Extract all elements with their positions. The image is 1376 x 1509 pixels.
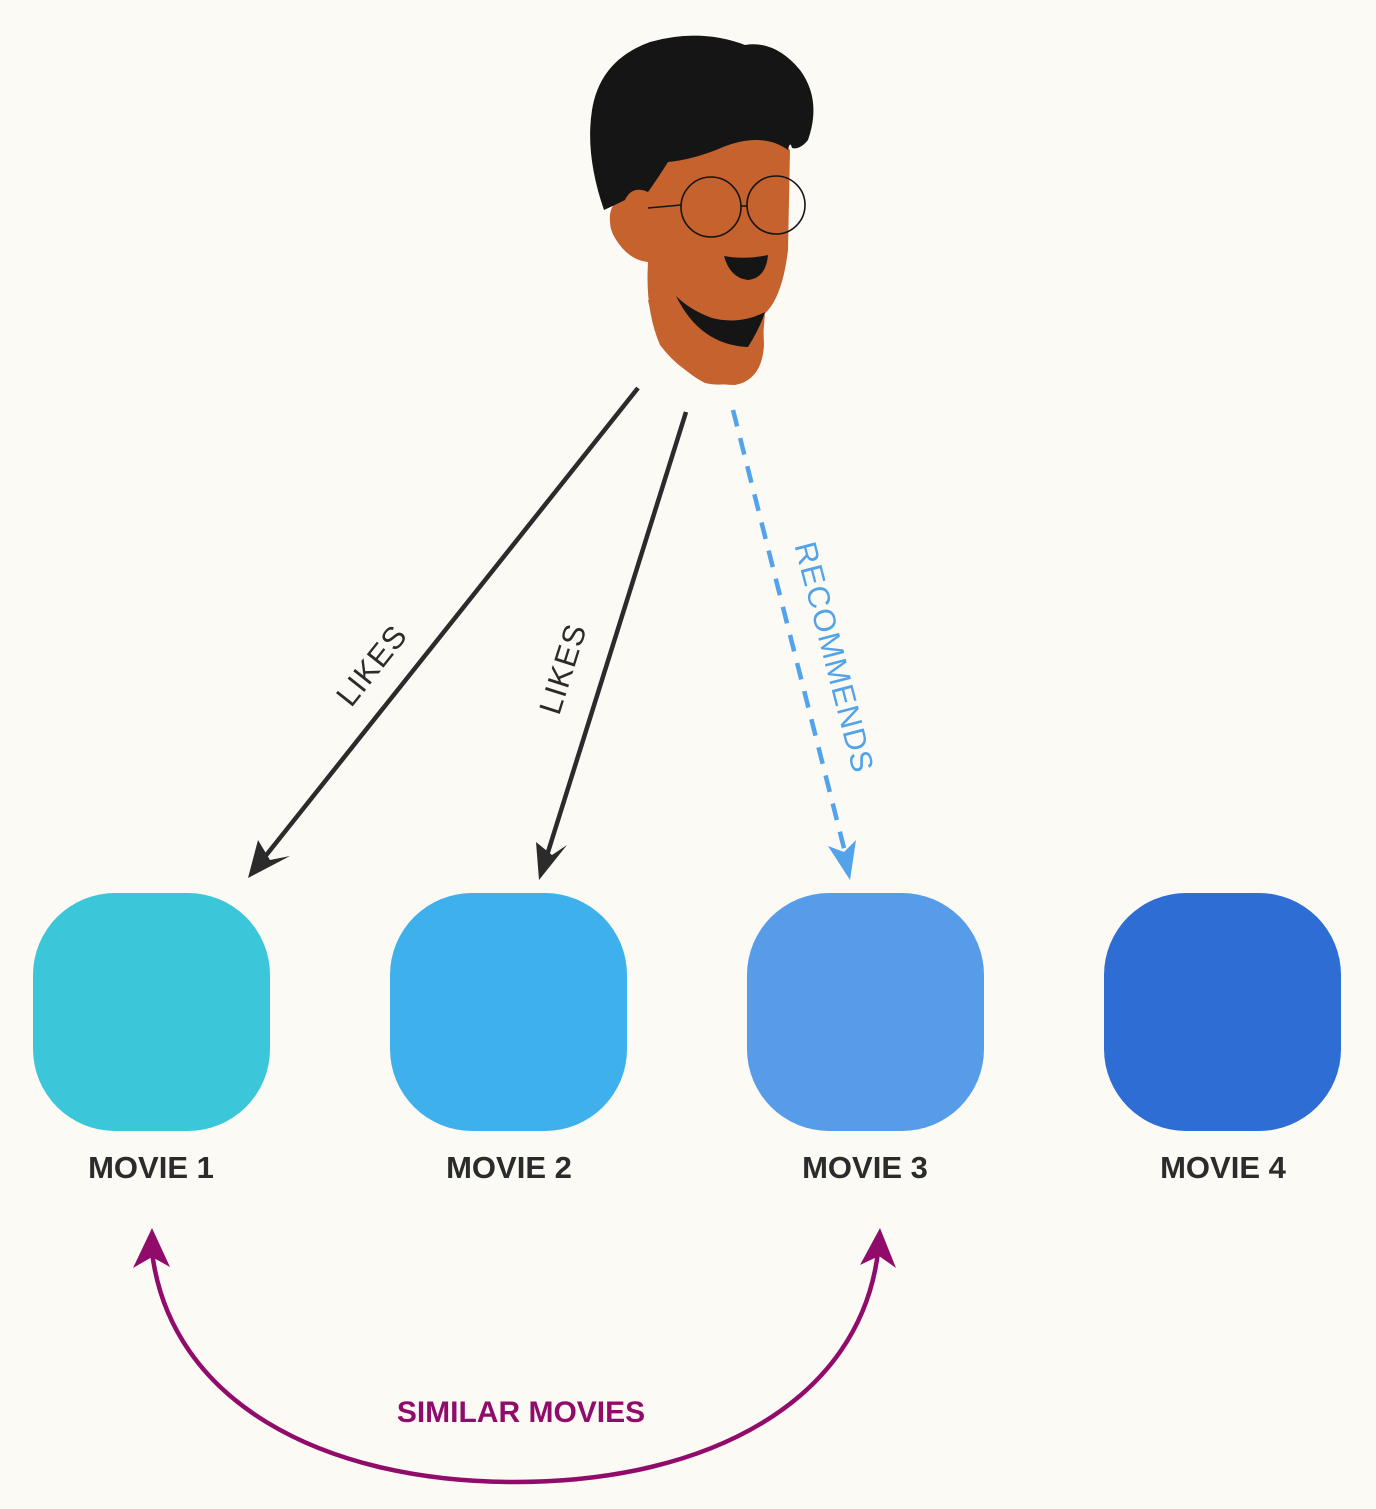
likes-label-2: LIKES: [532, 619, 593, 718]
movie-tile-4: MOVIE 4: [1104, 893, 1341, 1185]
movie-tile-1: MOVIE 1: [33, 893, 270, 1185]
movie-3-swatch: [747, 893, 984, 1131]
arrowhead-icon: [536, 842, 567, 880]
arrowhead-icon: [828, 840, 856, 880]
movie-2-label: MOVIE 2: [446, 1150, 572, 1185]
arrowhead-icon: [860, 1228, 896, 1268]
recommends-label: RECOMMENDS: [788, 538, 881, 777]
similar-movies-label: SIMILAR MOVIES: [397, 1396, 645, 1429]
recommends-edge-movie-3: RECOMMENDS: [730, 409, 881, 880]
user-avatar: [590, 35, 814, 386]
likes-edge-movie-2: LIKES: [532, 411, 689, 880]
arrowhead-icon: [133, 1228, 170, 1268]
movie-3-label: MOVIE 3: [802, 1150, 928, 1185]
movie-1-swatch: [33, 893, 270, 1131]
movie-4-swatch: [1104, 893, 1341, 1131]
movie-tile-2: MOVIE 2: [390, 893, 627, 1185]
movie-4-label: MOVIE 4: [1160, 1150, 1287, 1185]
similar-movies-edge: SIMILAR MOVIES: [133, 1228, 896, 1485]
arrowhead-icon: [248, 840, 290, 878]
likes-label-1: LIKES: [329, 618, 414, 712]
movie-tile-3: MOVIE 3: [747, 893, 984, 1185]
movie-2-swatch: [390, 893, 627, 1131]
person-with-glasses-icon: [590, 35, 814, 386]
movie-1-label: MOVIE 1: [88, 1150, 214, 1185]
